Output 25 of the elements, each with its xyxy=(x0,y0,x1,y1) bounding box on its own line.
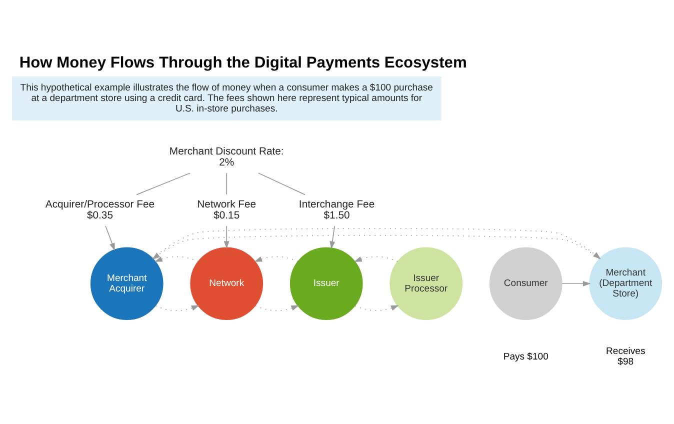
node-circle: Merchant (Department Store) xyxy=(589,246,662,320)
arrow xyxy=(152,234,600,260)
node-text: Acquirer/Processor Fee $0.35 xyxy=(45,198,155,222)
connector xyxy=(136,172,190,195)
node-label: Receives $98 xyxy=(606,346,646,368)
diagram-title: How Money Flows Through the Digital Payments Ecosystem xyxy=(19,54,467,72)
arrow xyxy=(154,256,199,262)
node-box: This hypothetical example illustrates the flow of money when a consumer makes a $100 purchase at a department store using a credit card. The fees shown here represent typical amounts for U.S. in-store purchases. xyxy=(12,76,442,120)
arrow xyxy=(354,256,398,262)
arrow xyxy=(155,304,200,311)
node-text: Network Fee $0.15 xyxy=(197,198,256,222)
arrow xyxy=(354,304,399,311)
node-text: Merchant Discount Rate: 2% xyxy=(169,146,284,168)
arrow xyxy=(105,225,115,250)
connector xyxy=(258,172,306,195)
connector xyxy=(226,172,228,194)
arrow xyxy=(562,280,591,286)
arrow xyxy=(330,225,336,249)
node-label: Pays $100 xyxy=(503,350,548,362)
node-text: Interchange Fee $1.50 xyxy=(298,198,375,222)
arrow xyxy=(255,304,300,311)
arrow xyxy=(224,225,230,248)
arrow xyxy=(254,256,298,262)
arrow xyxy=(152,228,601,259)
node-circle: Consumer xyxy=(489,246,562,320)
